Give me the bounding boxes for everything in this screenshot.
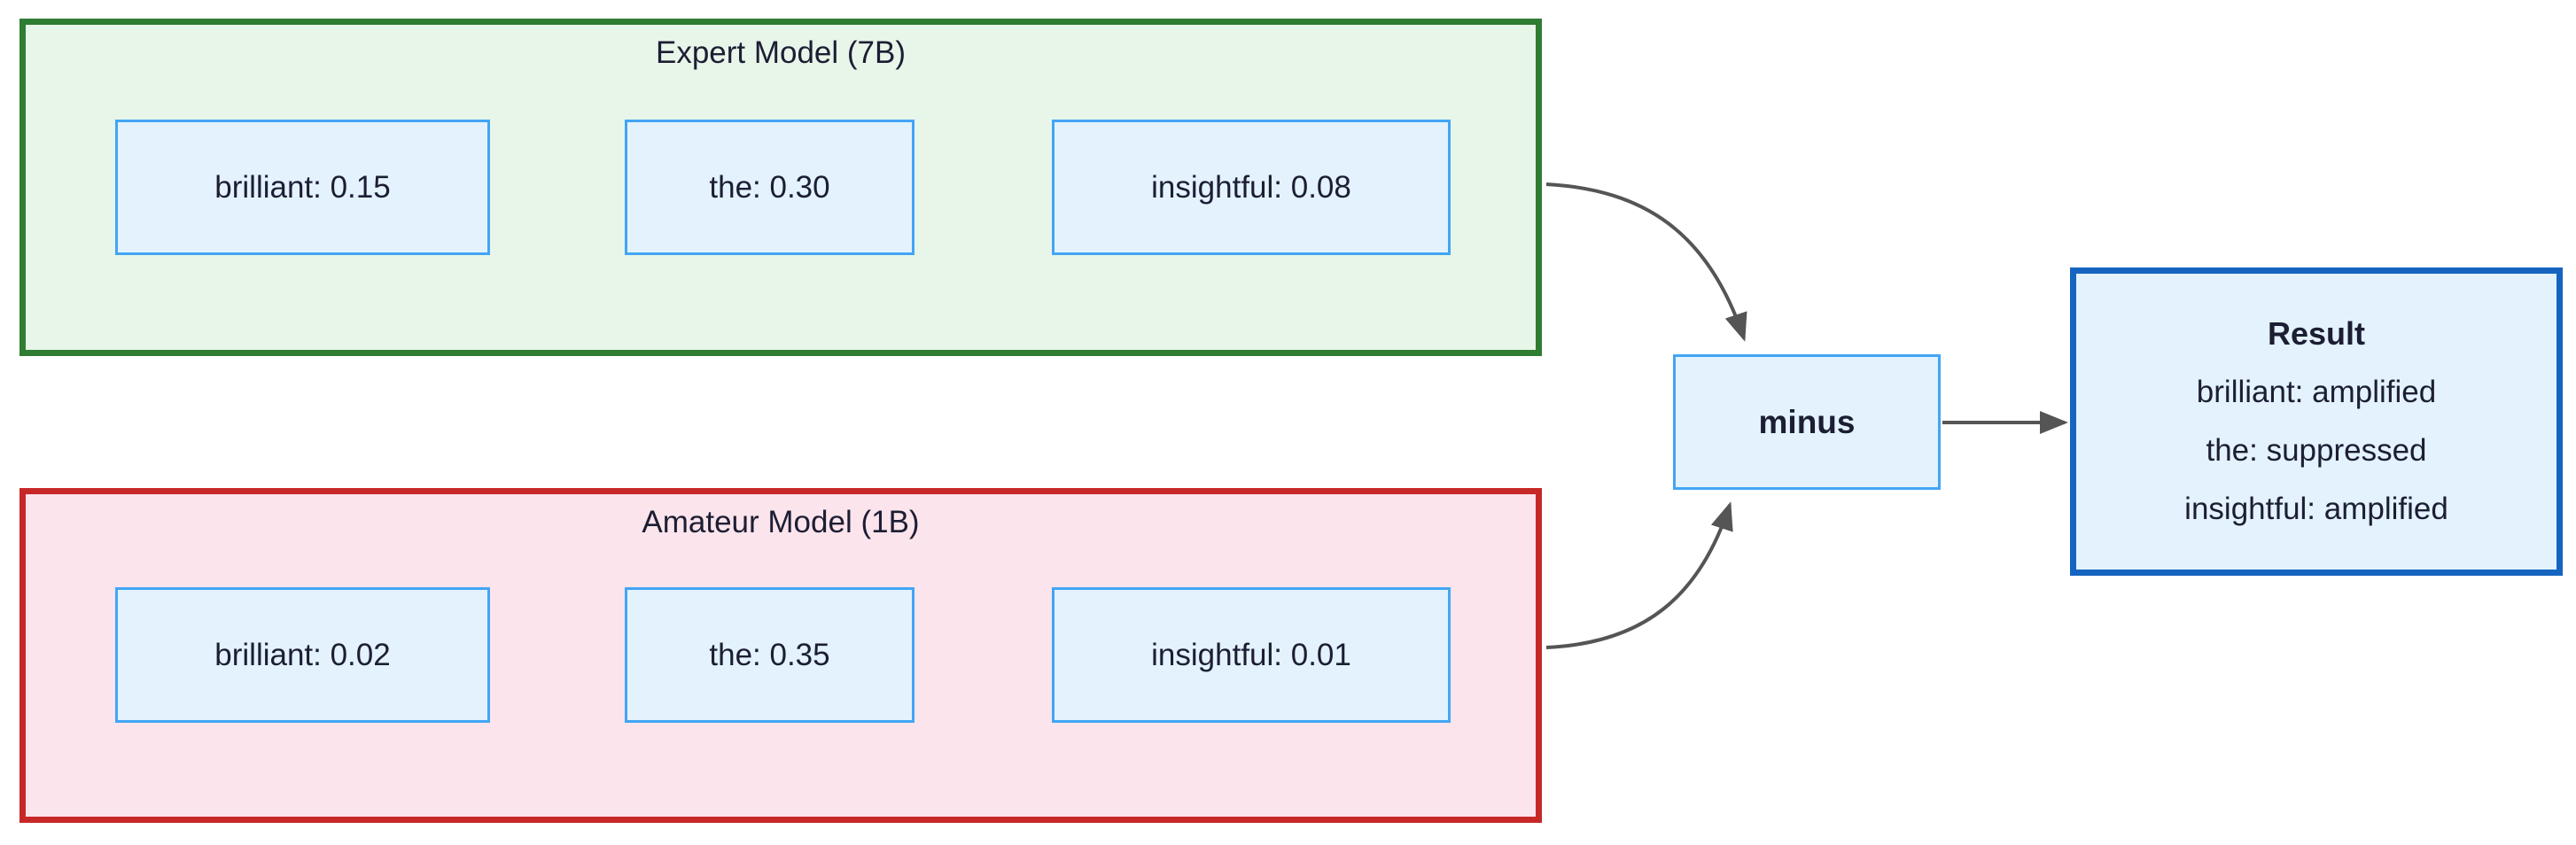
amateur-token-insightful: insightful: 0.01 (1052, 587, 1451, 723)
amateur-token-brilliant: brilliant: 0.02 (115, 587, 490, 723)
result-node: Result brilliant: amplified the: suppres… (2070, 267, 2563, 576)
result-line-the: the: suppressed (2206, 433, 2427, 468)
edge-expert-to-minus-arrow (1545, 182, 1747, 342)
result-line-brilliant: brilliant: amplified (2196, 375, 2437, 409)
amateur-token-the: the: 0.35 (625, 587, 914, 723)
edge-amateur-to-minus-arrow (1545, 501, 1733, 649)
result-title: Result (2267, 315, 2366, 352)
expert-model-title: Expert Model (7B) (655, 35, 907, 70)
expert-token-the: the: 0.30 (625, 120, 914, 255)
expert-token-brilliant: brilliant: 0.15 (115, 120, 490, 255)
result-line-insightful: insightful: amplified (2184, 492, 2448, 526)
expert-token-insightful: insightful: 0.08 (1052, 120, 1451, 255)
amateur-model-title: Amateur Model (1B) (642, 505, 920, 539)
minus-operator-node: minus (1673, 354, 1941, 490)
